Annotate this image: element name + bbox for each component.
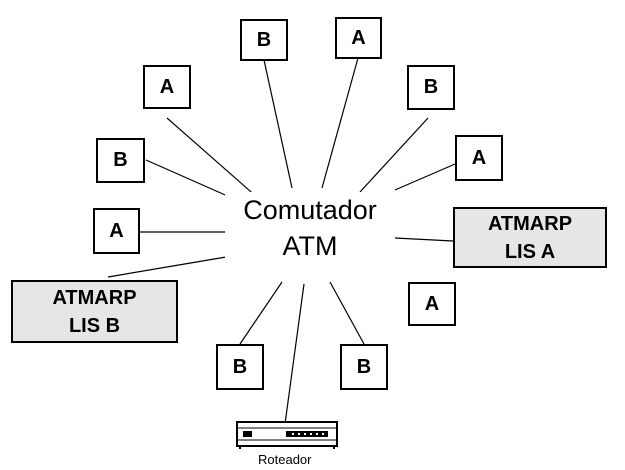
atm-switch-line2: ATM xyxy=(282,231,338,261)
lis-b-line2: LIS B xyxy=(68,314,121,337)
link-b-bottom-right xyxy=(329,281,365,345)
node-b-bottom-right: B xyxy=(340,344,388,390)
node-b-left: B xyxy=(96,138,145,183)
lis-a-line1: ATMARP xyxy=(487,212,573,235)
atm-switch-label: Comutador ATM xyxy=(225,192,395,264)
atmarp-server-lis-a: ATMARP LIS A xyxy=(453,207,607,268)
router-label: Roteador xyxy=(258,452,312,467)
link-b-left xyxy=(145,159,233,199)
node-b-upper-right: B xyxy=(407,65,455,110)
link-b-bottom-left xyxy=(239,281,283,345)
link-a-upper-left xyxy=(166,117,259,199)
node-a-top: A xyxy=(335,17,382,59)
link-b-upper-right xyxy=(359,117,429,193)
link-a-right xyxy=(394,163,456,191)
link-router xyxy=(284,283,305,425)
link-b-top xyxy=(263,59,293,189)
node-a-right: A xyxy=(455,135,503,181)
node-b-top: B xyxy=(240,19,288,61)
lis-a-line2: LIS A xyxy=(504,240,556,263)
link-lis-b xyxy=(107,255,233,278)
atmarp-server-lis-b: ATMARP LIS B xyxy=(11,280,178,343)
router-icon xyxy=(236,421,338,449)
node-a-lower-right: A xyxy=(408,282,456,326)
link-lis-a xyxy=(394,237,454,242)
node-a-left: A xyxy=(93,208,140,254)
link-a-top xyxy=(321,57,359,189)
node-b-bottom-left: B xyxy=(216,344,264,390)
atm-switch-line1: Comutador xyxy=(243,195,377,225)
lis-b-line1: ATMARP xyxy=(52,286,137,309)
node-a-upper-left: A xyxy=(143,65,191,109)
